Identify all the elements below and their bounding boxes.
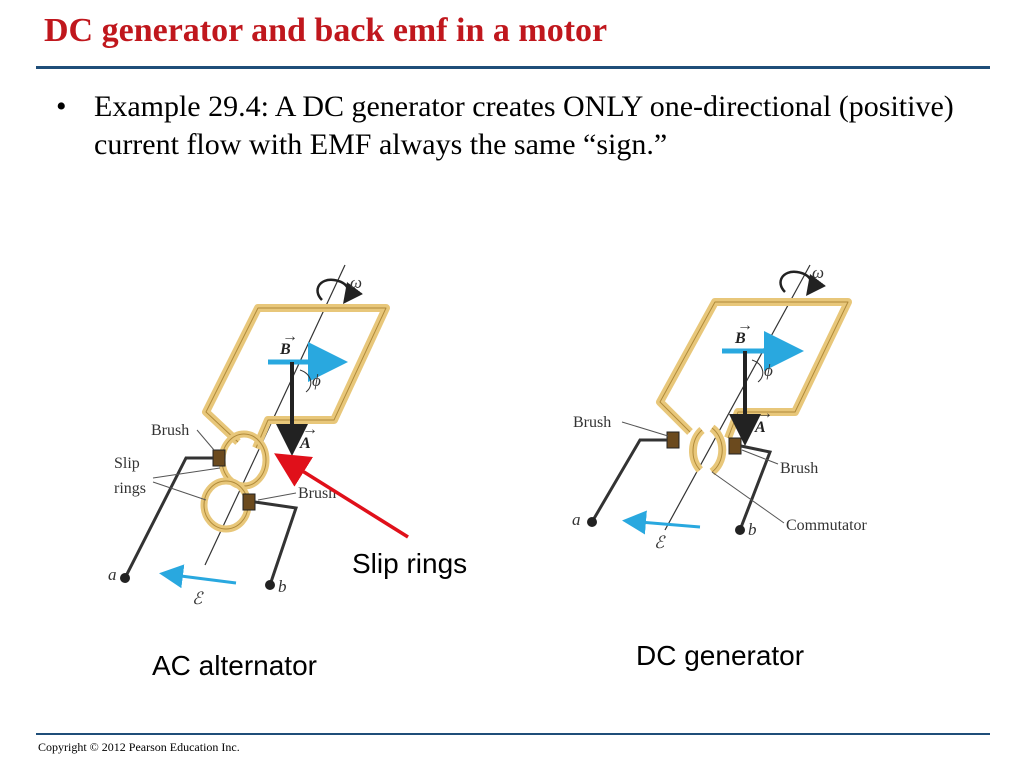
svg-text:→: → (302, 421, 318, 438)
ac-field-label: B (279, 341, 291, 358)
ac-wire-b (254, 500, 298, 586)
ac-slip-label-1: Slip (114, 455, 140, 472)
ac-omega-arrow (316, 278, 363, 305)
ac-alternator-caption: AC alternator (152, 650, 317, 681)
ac-brush-bottom-label: Brush (298, 485, 336, 502)
dc-terminal-b (735, 525, 745, 535)
dc-area-label: A (754, 419, 766, 436)
title-divider (36, 66, 990, 69)
ac-terminal-b-label: b (278, 577, 287, 596)
dc-terminal-a-label: a (572, 510, 581, 529)
dc-omega-arrow (779, 270, 826, 297)
ac-terminal-a (120, 573, 130, 583)
ac-alternator-figure: ω B → ϕ A → a b ℰ Brush (108, 264, 409, 608)
ac-emf-label: ℰ (192, 589, 204, 608)
dc-brush-left-label: Brush (573, 414, 611, 431)
ac-rotation-axis (204, 264, 346, 566)
dc-terminal-a (587, 517, 597, 527)
dc-field-label: B (734, 330, 746, 347)
dc-brush-right (728, 437, 742, 455)
ac-wire-a (123, 456, 213, 579)
dc-generator-caption: DC generator (636, 640, 805, 671)
ac-brush-top-label: Brush (151, 422, 189, 439)
dc-brush-right-label: Brush (780, 460, 818, 477)
footer-divider (36, 733, 990, 735)
ac-emf-arrow (159, 564, 237, 589)
dc-emf-arrow (622, 510, 701, 535)
svg-text:→: → (282, 328, 298, 345)
slip-rings-caption: Slip rings (352, 548, 468, 579)
ac-brush-bottom (242, 493, 256, 511)
ac-slip-label-2: rings (114, 480, 146, 497)
dc-brush-left (666, 431, 680, 449)
ac-phi-label: ϕ (312, 371, 321, 390)
dc-wire-a (590, 438, 667, 523)
ac-omega-label: ω (350, 273, 362, 292)
dc-rotation-axis (664, 264, 811, 531)
svg-text:→: → (737, 317, 753, 334)
bullet-text: Example 29.4: A DC generator creates ONL… (94, 90, 954, 161)
ac-terminal-b (265, 580, 275, 590)
slip-rings-pointer (274, 453, 409, 539)
dc-generator-figure: ω B → ϕ A → a b ℰ Brush Brush Commutator (572, 263, 868, 552)
dc-phi-label: ϕ (764, 361, 773, 380)
ac-terminal-a-label: a (108, 565, 117, 584)
ac-brush-top (212, 449, 226, 467)
dc-commutator-label: Commutator (786, 517, 868, 534)
dc-omega-label: ω (812, 263, 824, 282)
bullet-marker: • (56, 90, 67, 123)
dc-commutator-right-half (709, 424, 727, 476)
copyright-notice: Copyright © 2012 Pearson Education Inc. (38, 740, 240, 754)
dc-terminal-b-label: b (748, 520, 757, 539)
ac-area-label: A (299, 435, 311, 452)
slide-title: DC generator and back emf in a motor (44, 12, 608, 49)
dc-emf-label: ℰ (654, 533, 666, 552)
svg-text:→: → (757, 405, 773, 422)
dc-coil-loop (656, 298, 852, 440)
dc-wire-b (738, 444, 773, 531)
